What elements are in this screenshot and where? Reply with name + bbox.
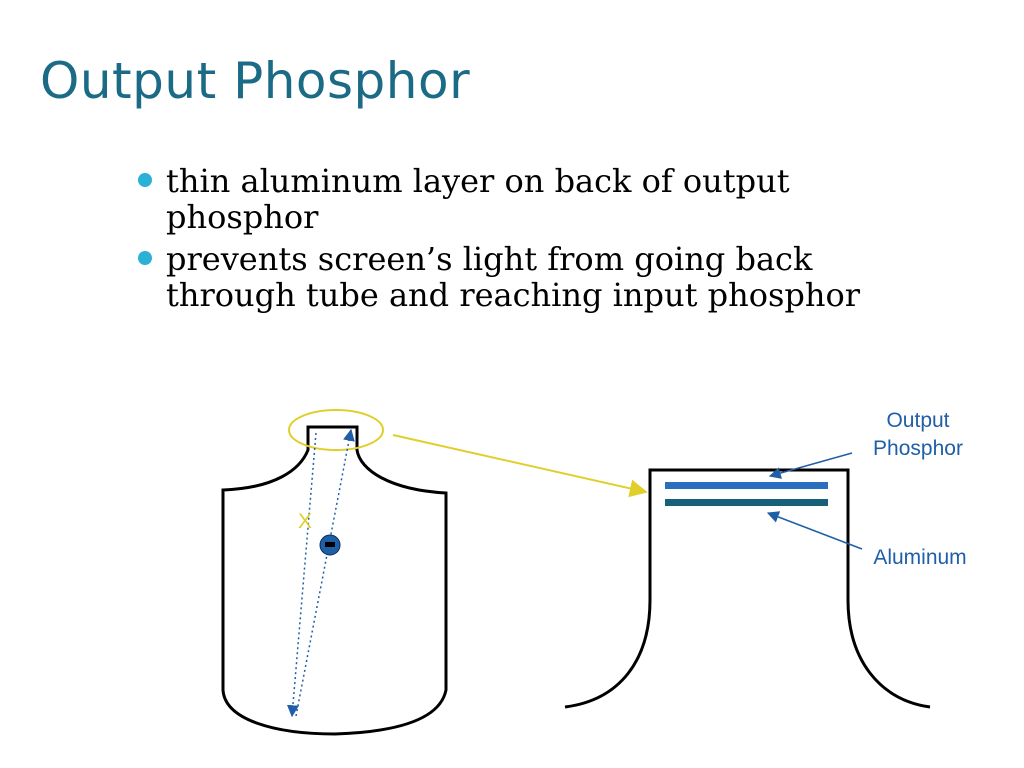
zoom-arrow [392,434,648,498]
label-output-phosphor: Output [886,409,949,432]
beam-path [295,428,355,717]
beam-path [286,432,317,718]
x-marker: X [298,510,312,533]
slide-title: Output Phosphor [40,52,471,110]
electron-icon [319,534,341,556]
bullet-item: prevents screen’s light from going back … [132,241,912,313]
highlight-ellipse [288,409,384,451]
intensifier-tube [221,425,448,736]
zoomed-output-end [564,468,931,709]
output-phosphor-callout [768,452,853,479]
bullet-text: thin aluminum layer on back of output ph… [166,162,790,236]
label-aluminum: Aluminum [873,546,966,569]
output-phosphor-layer [665,482,828,489]
bullet-list: thin aluminum layer on back of output ph… [132,163,912,319]
bullet-dot-icon [138,251,152,265]
aluminum-callout [766,511,863,550]
tube-outline [221,425,448,736]
bullet-dot-icon [138,173,152,187]
bullet-item: thin aluminum layer on back of output ph… [132,163,912,235]
aluminum-layer [665,499,828,506]
zoomed-housing [564,468,931,709]
label-output-phosphor: Phosphor [873,437,963,460]
bullet-text: prevents screen’s light from going back … [166,240,861,314]
